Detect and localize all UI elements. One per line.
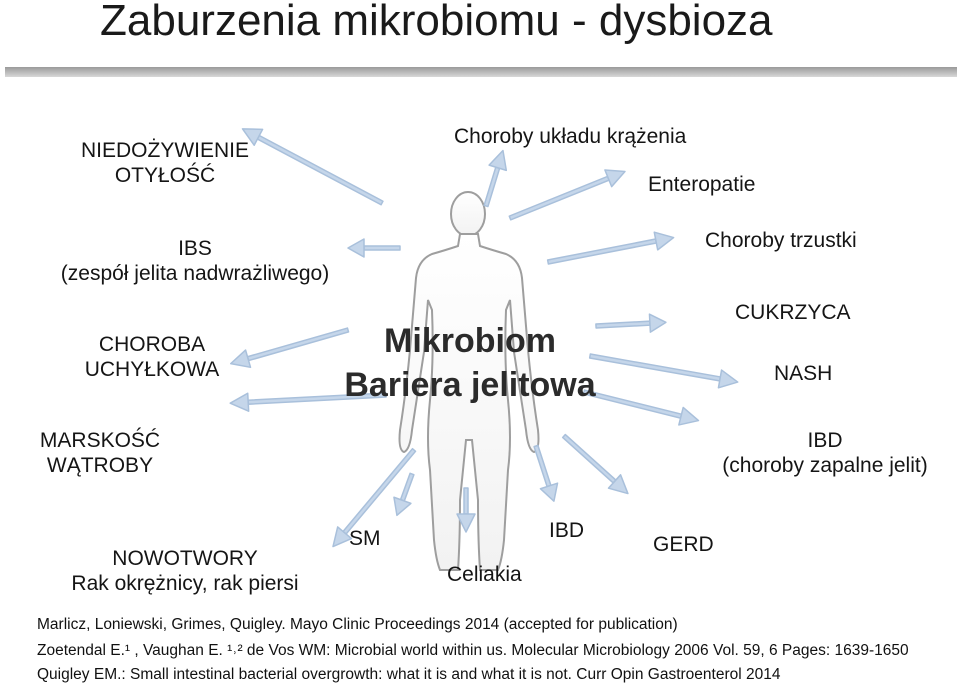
center-label-line2: Bariera jelitowa bbox=[344, 366, 596, 404]
label-ibs-line1: IBS bbox=[178, 237, 212, 260]
arrow-to-celiakia bbox=[456, 487, 476, 533]
title-divider bbox=[5, 67, 957, 77]
label-enteropatie: Enteropatie bbox=[648, 173, 756, 196]
label-ibs: IBS (zespół jelita nadwrażliwego) bbox=[30, 236, 360, 286]
arrow-to-cukrzyca bbox=[595, 313, 667, 333]
label-ibd-desc: (choroby zapalne jelit) bbox=[722, 454, 928, 477]
label-nowotwory-line1: NOWOTWORY bbox=[112, 547, 258, 570]
label-nash: NASH bbox=[774, 362, 833, 385]
label-choroba: CHOROBA bbox=[98, 333, 206, 356]
center-label: Mikrobiom Bariera jelitowa bbox=[330, 319, 610, 407]
label-niedozywienie-line1: NIEDOŻYWIENIE bbox=[80, 139, 249, 162]
label-watroby: WĄTROBY bbox=[46, 454, 154, 477]
label-otylosc: OTYŁOŚĆ bbox=[114, 164, 216, 187]
arrow-to-trzustki bbox=[546, 231, 675, 265]
label-marskosc-watroby: MARSKOŚĆ WĄTROBY bbox=[20, 428, 180, 478]
arrow-to-ibd-right bbox=[582, 389, 700, 426]
label-celiakia: Celiakia bbox=[447, 563, 522, 586]
label-nowotwory: NOWOTWORY Rak okrężnicy, rak piersi bbox=[55, 546, 315, 596]
label-ibd-right: IBD (choroby zapalne jelit) bbox=[700, 428, 950, 478]
label-marskosc: MARSKOŚĆ bbox=[39, 429, 161, 452]
label-krazenia: Choroby układu krążenia bbox=[454, 125, 687, 148]
arrow-to-sm bbox=[393, 472, 415, 517]
arrow-to-ibs bbox=[347, 238, 401, 258]
label-sm: SM bbox=[349, 527, 381, 550]
label-trzustki: Choroby trzustki bbox=[705, 229, 857, 252]
arrow-to-watroby bbox=[229, 392, 387, 412]
label-gerd: GERD bbox=[653, 533, 714, 556]
arrow-to-uchylkowa bbox=[229, 327, 350, 369]
reference-2: Zoetendal E.¹ , Vaughan E. ¹˒² de Vos WM… bbox=[37, 642, 909, 659]
label-cukrzyca: CUKRZYCA bbox=[735, 301, 851, 324]
slide-title: Zaburzenia mikrobiomu - dysbioza bbox=[100, 0, 773, 45]
arrow-to-gerd bbox=[561, 433, 629, 495]
arrow-to-enteropatie bbox=[508, 169, 626, 221]
arrow-to-nowotwory bbox=[332, 447, 417, 548]
label-ibd-right-line1: IBD bbox=[807, 429, 843, 452]
label-uchylkowa: UCHYŁKOWA bbox=[84, 358, 220, 381]
arrow-to-krazenia bbox=[483, 149, 508, 208]
human-body-icon bbox=[398, 191, 540, 571]
center-label-line1: Mikrobiom bbox=[384, 322, 556, 360]
label-niedozywienie: NIEDOŻYWIENIE OTYŁOŚĆ bbox=[40, 138, 290, 188]
label-choroba-uchylkowa: CHOROBA UCHYŁKOWA bbox=[62, 332, 242, 382]
arrow-to-niedozywienie bbox=[241, 128, 384, 206]
arrow-to-ibd-bottom bbox=[533, 444, 559, 502]
arrow-to-nash bbox=[588, 353, 739, 389]
reference-3: Quigley EM.: Small intestinal bacterial … bbox=[37, 666, 781, 683]
label-ibd-bottom: IBD bbox=[549, 519, 585, 542]
arrows bbox=[229, 128, 739, 548]
reference-1: Marlicz, Loniewski, Grimes, Quigley. May… bbox=[37, 616, 678, 633]
label-ibs-desc: (zespół jelita nadwrażliwego) bbox=[60, 262, 330, 285]
label-nowotwory-desc: Rak okrężnicy, rak piersi bbox=[71, 572, 299, 595]
